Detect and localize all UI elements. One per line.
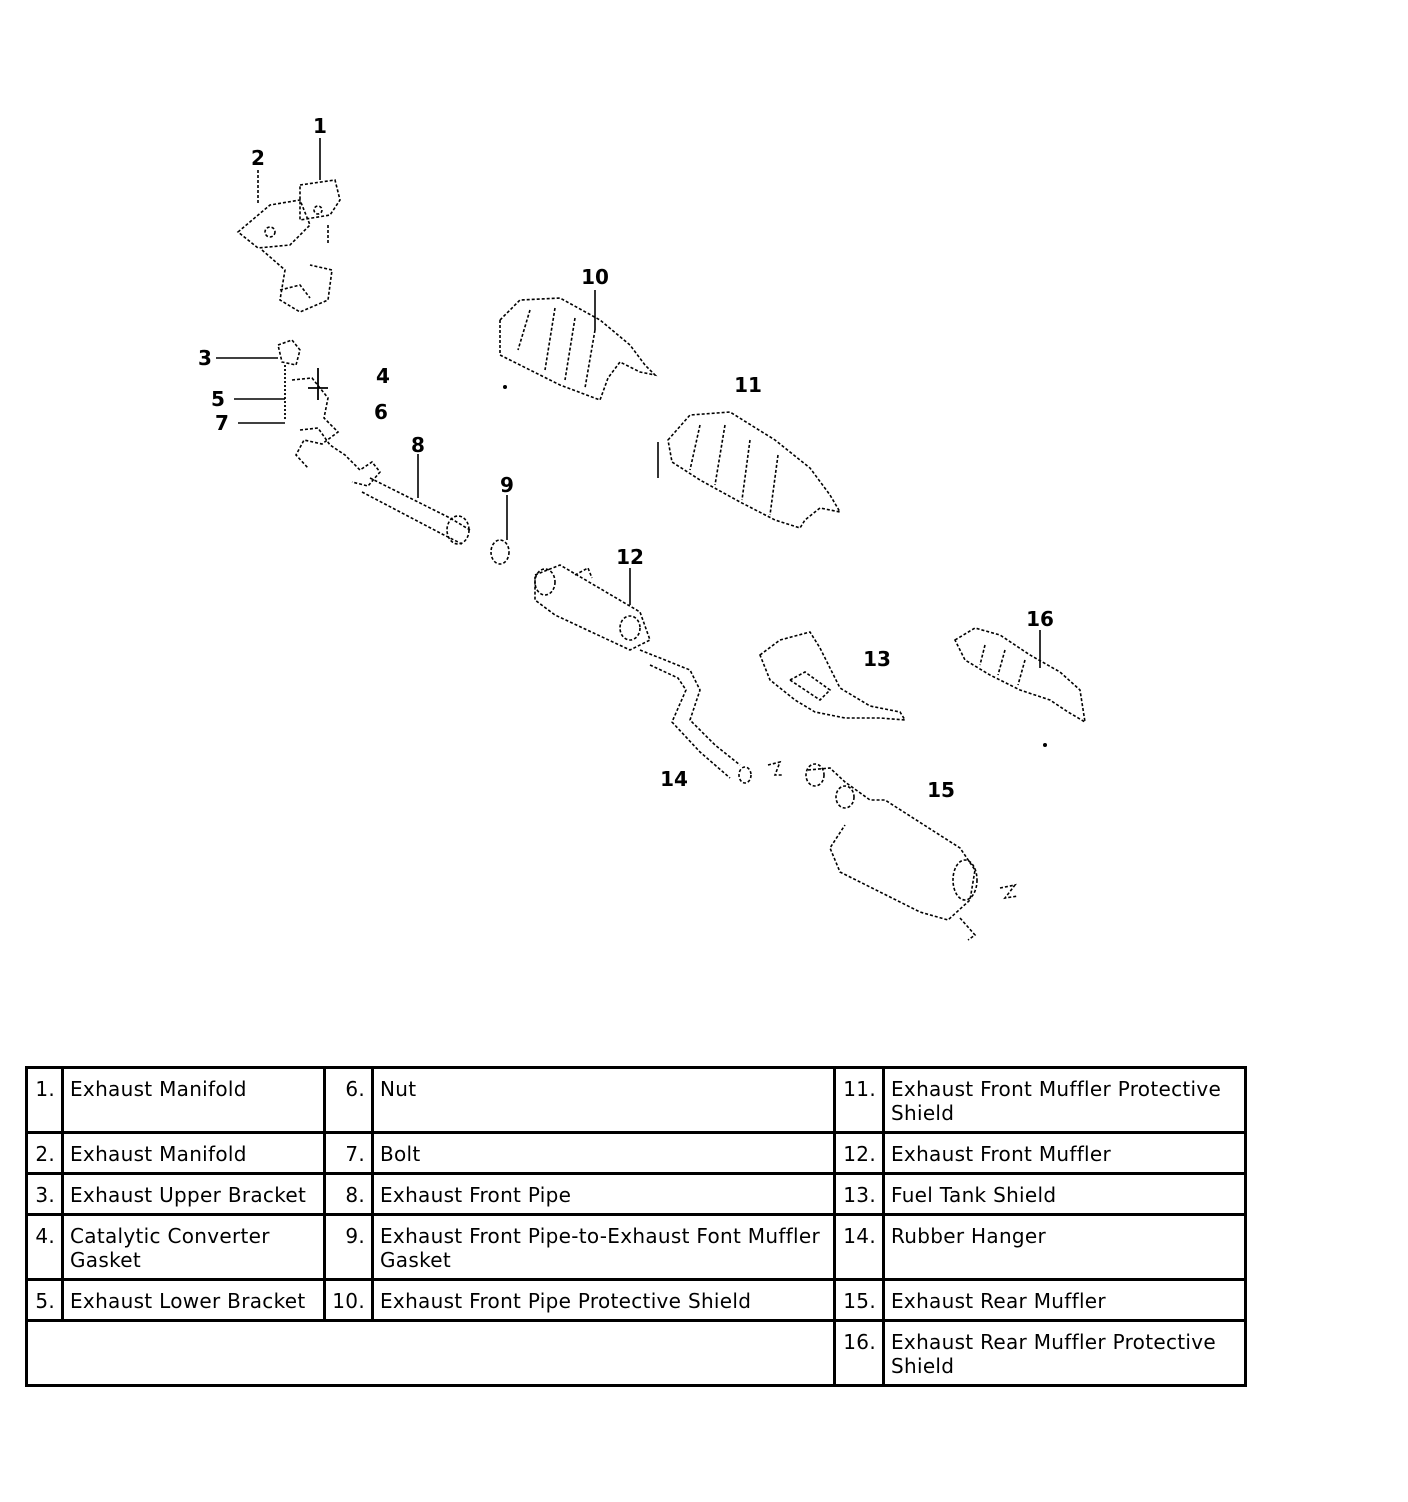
part-name: Exhaust Manifold [61, 1131, 326, 1175]
table-row: 4. Catalytic Converter Gasket 9. Exhaust… [25, 1213, 1247, 1281]
part-number: 4. [25, 1213, 64, 1281]
part-name: Rubber Hanger [882, 1213, 1247, 1281]
part-name: Exhaust Front Muffler Protective Shield [882, 1066, 1247, 1134]
callout-10: 10 [581, 265, 609, 289]
part-number: 14. [833, 1213, 885, 1281]
mid-pipe-hanger-drawing [639, 649, 782, 784]
part-name: Exhaust Front Pipe [371, 1172, 836, 1216]
rear-muffler-drawing [805, 763, 1019, 941]
rear-muffler-shield-drawing [953, 627, 1087, 747]
part-number: 2. [25, 1131, 64, 1175]
front-muffler-shield-drawing [657, 411, 842, 529]
callout-7: 7 [215, 411, 229, 435]
part-number: 13. [833, 1172, 885, 1216]
part-number: 11. [833, 1066, 885, 1134]
callout-labels: 1 2 3 4 5 6 7 8 9 10 11 12 13 16 14 15 [198, 114, 1054, 802]
part-number: 6. [323, 1066, 374, 1134]
callout-4: 4 [376, 364, 390, 388]
front-muffler-drawing [534, 564, 651, 651]
table-row: 1. Exhaust Manifold 6. Nut 11. Exhaust F… [25, 1066, 1247, 1134]
callout-5: 5 [211, 387, 225, 411]
callout-16: 16 [1026, 607, 1054, 631]
callout-9: 9 [500, 473, 514, 497]
front-pipe-drawing [361, 477, 510, 565]
fuel-tank-shield-drawing [759, 631, 907, 721]
part-number: 7. [323, 1131, 374, 1175]
part-number: 8. [323, 1172, 374, 1216]
callout-1: 1 [313, 114, 327, 138]
part-name: Exhaust Front Muffler [882, 1131, 1247, 1175]
part-name: Exhaust Manifold [61, 1066, 326, 1134]
bracket-assembly-drawing [277, 339, 382, 487]
part-number: 12. [833, 1131, 885, 1175]
part-name: Nut [371, 1066, 836, 1134]
part-number: 15. [833, 1278, 885, 1322]
empty-cell [25, 1319, 836, 1387]
part-name: Exhaust Rear Muffler [882, 1278, 1247, 1322]
part-name: Exhaust Front Pipe Protective Shield [371, 1278, 836, 1322]
part-number: 16. [833, 1319, 885, 1387]
table-row: 16. Exhaust Rear Muffler Protective Shie… [25, 1319, 1247, 1387]
part-name: Fuel Tank Shield [882, 1172, 1247, 1216]
part-number: 3. [25, 1172, 64, 1216]
part-name: Exhaust Rear Muffler Protective Shield [882, 1319, 1247, 1387]
callout-6: 6 [374, 400, 388, 424]
part-name: Exhaust Lower Bracket [61, 1278, 326, 1322]
callout-2: 2 [251, 146, 265, 170]
callout-3: 3 [198, 346, 212, 370]
parts-legend-table: 1. Exhaust Manifold 6. Nut 11. Exhaust F… [25, 1066, 1247, 1387]
callout-13: 13 [863, 647, 891, 671]
callout-15: 15 [927, 778, 955, 802]
part-name: Exhaust Front Pipe-to-Exhaust Font Muffl… [371, 1213, 836, 1281]
table-row: 5. Exhaust Lower Bracket 10. Exhaust Fro… [25, 1278, 1247, 1322]
callout-leaders [216, 138, 1041, 668]
exhaust-manifold-drawing [236, 179, 341, 313]
part-name: Bolt [371, 1131, 836, 1175]
callout-14: 14 [660, 767, 688, 791]
part-number: 1. [25, 1066, 64, 1134]
callout-8: 8 [411, 433, 425, 457]
table-row: 3. Exhaust Upper Bracket 8. Exhaust Fron… [25, 1172, 1247, 1216]
table-row: 2. Exhaust Manifold 7. Bolt 12. Exhaust … [25, 1131, 1247, 1175]
callout-11: 11 [734, 373, 762, 397]
part-number: 9. [323, 1213, 374, 1281]
part-name: Catalytic Converter Gasket [61, 1213, 326, 1281]
front-pipe-shield-drawing [499, 297, 658, 402]
part-number: 10. [323, 1278, 374, 1322]
callout-12: 12 [616, 545, 644, 569]
part-number: 5. [25, 1278, 64, 1322]
exhaust-system-diagram: 1 2 3 4 5 6 7 8 9 10 11 12 13 16 14 15 [198, 114, 1087, 941]
part-name: Exhaust Upper Bracket [61, 1172, 326, 1216]
